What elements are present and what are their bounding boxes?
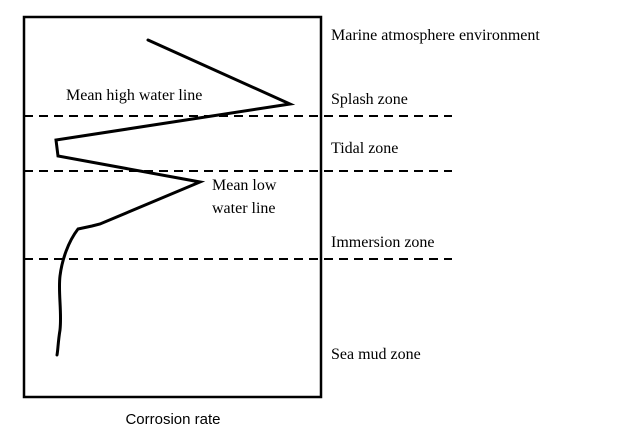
zone-label-splash: Splash zone [331, 91, 408, 108]
zone-label-immersion: Immersion zone [331, 234, 435, 251]
zone-label-marine-atmosphere: Marine atmosphere environment [331, 27, 540, 44]
mean-low-water-line-label-line2: water line [212, 200, 276, 217]
plot-frame [22, 15, 323, 399]
mean-high-water-line-label: Mean high water line [66, 87, 202, 104]
corrosion-rate-curve [54, 38, 296, 357]
mean-low-water-line-label-line1: Mean low [212, 177, 277, 194]
zone-label-tidal: Tidal zone [331, 140, 398, 157]
x-axis-label: Corrosion rate [125, 411, 220, 428]
zone-label-sea-mud: Sea mud zone [331, 346, 421, 363]
